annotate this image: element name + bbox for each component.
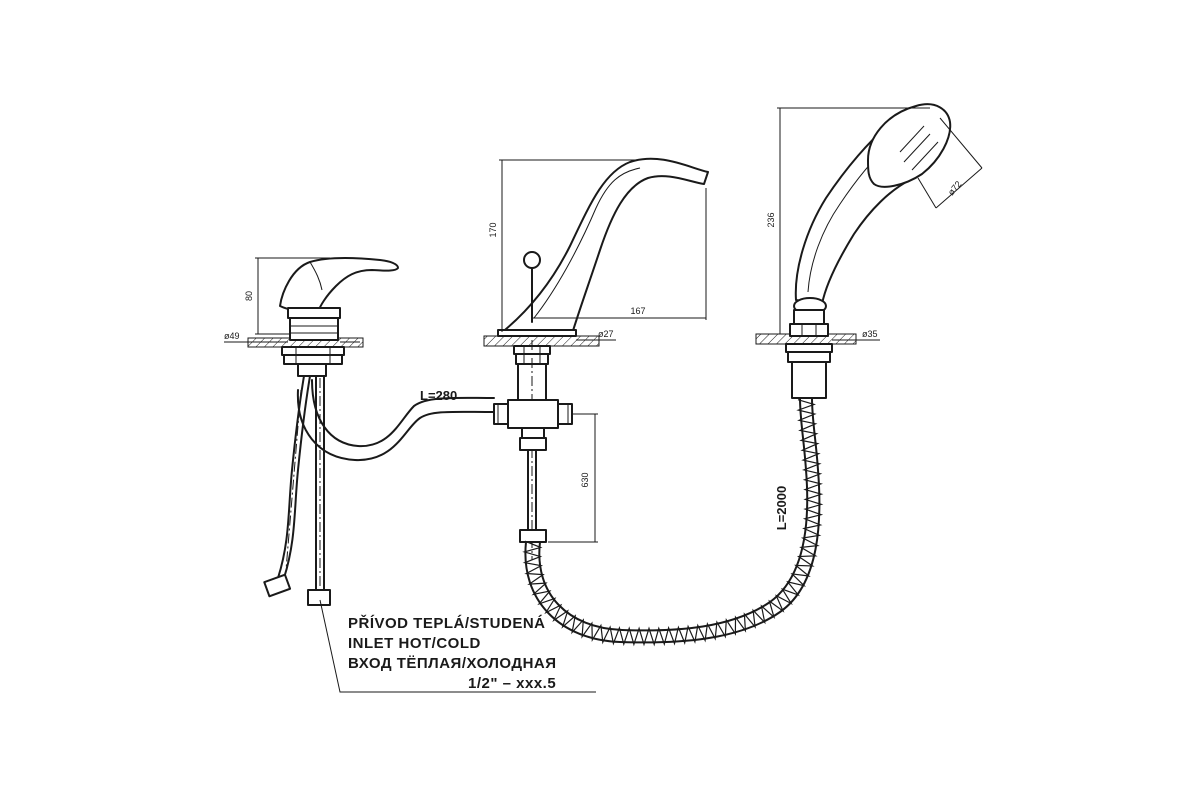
- inlet-note-line1: PŘÍVOD TEPLÁ/STUDENÁ: [348, 614, 546, 632]
- mixer-height-label: 80: [244, 291, 254, 301]
- shower-head: [867, 103, 952, 188]
- tee-body: [507, 399, 559, 429]
- shower-hose: L=2000: [522, 397, 824, 647]
- spout-reach-label: 167: [630, 306, 645, 316]
- inlet-note: PŘÍVOD TEPLÁ/STUDENÁ INLET HOT/COLD ВХОД…: [319, 599, 596, 693]
- diverter-hose-label: 630: [580, 472, 590, 487]
- shower-hose-length-label: L=2000: [774, 486, 789, 530]
- hose-coils: [522, 399, 824, 647]
- spout-body: [499, 157, 709, 335]
- mixer-collar: [287, 307, 341, 319]
- inlet-note-line3: ВХОД ТЁПЛАЯ/ХОЛОДНАЯ: [348, 655, 557, 672]
- inlet-note-line2: INLET HOT/COLD: [348, 635, 481, 652]
- shower-head-diameter-label: ø72: [946, 179, 964, 197]
- spout-deck: [483, 335, 600, 347]
- mixer-diameter-label: ø49: [224, 331, 240, 341]
- shower-hose-connector: [519, 529, 547, 543]
- spout-assembly: 170 167 ø27 630: [483, 157, 709, 560]
- shower-height-label: 236: [766, 212, 776, 227]
- inlet-note-line4: 1/2" – xxx.5: [468, 675, 556, 692]
- spout-height-label: 170: [488, 222, 498, 237]
- shower-holder-diameter-label: ø35: [862, 329, 878, 339]
- hand-shower: 236 ø72 ø35: [755, 103, 983, 399]
- mixer-tap: 80 ø49 L=280: [224, 257, 495, 606]
- spout-diameter-label: ø27: [598, 329, 614, 339]
- inlet-fitting-cold: [307, 589, 331, 606]
- diverter-knob: [523, 251, 541, 269]
- mixer-hose-length-label: L=280: [420, 388, 457, 403]
- mixer-lever: [279, 257, 399, 313]
- inlet-fitting-hot: [263, 573, 292, 598]
- connection-hose: [296, 389, 495, 462]
